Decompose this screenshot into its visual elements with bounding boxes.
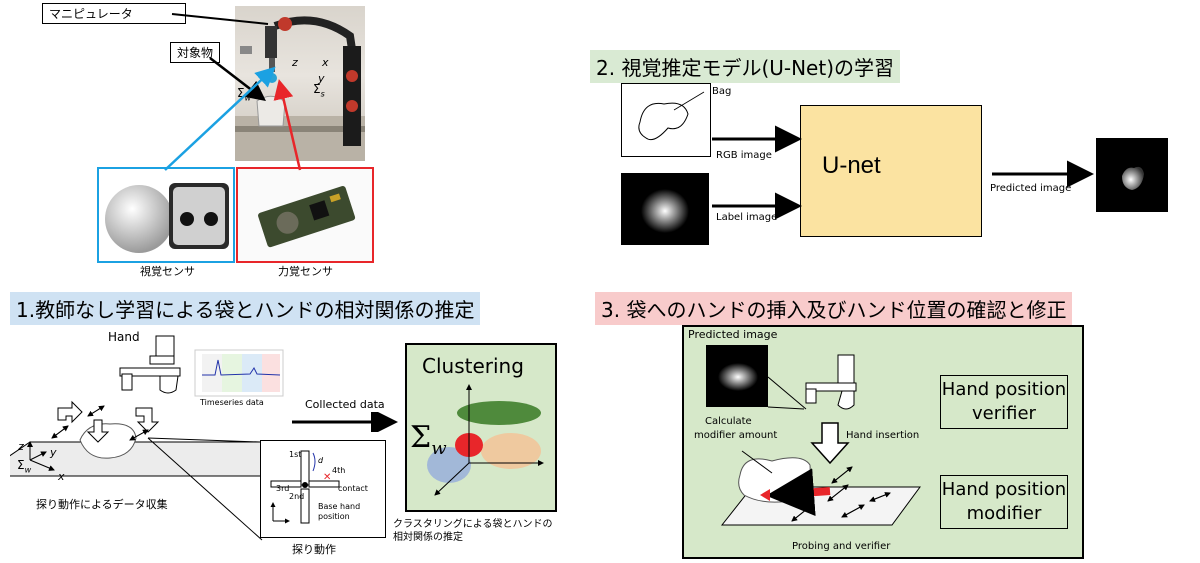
verifier-line1: Hand position [941,379,1067,400]
predicted-image [1096,138,1168,212]
bag-outline [638,91,705,141]
photo-axis-z: z [292,56,298,69]
section3-scene [720,354,921,526]
hand-label: Hand [108,330,140,344]
force-sensor-board [258,186,356,248]
timeseries-label: Timeseries data [200,398,264,407]
photo-axis-x: x [322,56,329,69]
scene-axis-z: z [18,440,24,453]
photo-axis-y: y [318,72,325,85]
label-image-label: Label image [716,212,778,223]
rgb-label: RGB image [716,150,772,161]
camera-illustration [105,183,229,253]
inset-fourth: 4th [332,466,346,475]
clustering-label: Clustering [422,354,524,378]
inset-third: 3rd [276,484,290,493]
section1-title: 1.教師なし学習による袋とハンドの相対関係の推定 [10,292,481,325]
modifier-line1: Hand position [941,479,1067,500]
calc-line2: modifier amount [694,430,778,441]
object-pointer [209,57,266,102]
clustering-panel [405,343,557,512]
calc-line1: Calculate [705,416,752,427]
verifier-line2: verifier [972,403,1036,424]
visual-sensor-image [97,167,235,263]
section3-predicted-label: Predicted image [688,328,778,341]
section3-hand [805,354,857,410]
robot-illustration [235,16,365,161]
predicted-label: Predicted image [990,183,1072,194]
robot-photo [235,6,365,161]
section3-predicted-blob [718,363,758,391]
object-label: 対象物 [170,42,221,63]
unet-box [800,105,982,237]
inset-d: d [318,456,324,465]
predicted-blob [1122,166,1144,190]
scene-sigma-w: Σw [17,458,32,475]
probing-inset-drawing: ✕ [270,450,340,524]
inset-base-line2: position [318,512,350,521]
section2-arrows [712,125,1094,220]
inset-base-line1: Base hand [318,502,361,511]
force-sensor-image [236,167,374,263]
inset-first: 1st [289,450,302,459]
hand-illustration [119,335,181,394]
section3-predicted-image [706,345,768,407]
inset-contact: contact [338,484,368,493]
unet-label: U-net [822,152,881,179]
force-sensor-caption: 力覚センサ [278,265,333,278]
label-image-blob [641,189,689,233]
inset-second: 2nd [289,492,305,501]
section3-title: 3. 袋へのハンドの挿入及びハンド位置の確認と修正 [595,292,1073,325]
clustering-sigma-w: Σw [410,420,447,459]
collected-label: Collected data [305,398,385,411]
section2-title: 2. 視覚推定モデル(U-Net)の学習 [590,50,901,83]
rgb-image [621,83,711,157]
clustering-caption-line2: 相対関係の推定 [393,532,463,543]
manipulator-pointer [171,13,269,25]
modifier-line2: modifier [966,503,1042,524]
clustering-caption-line1: クラスタリングによる袋とハンドの [393,519,553,530]
bag-label: Bag [712,86,732,97]
timeseries-thumb [194,349,284,397]
data-collection-caption: 探り動作によるデータ収集 [36,498,168,511]
visual-sensor-arrow [164,66,276,171]
collected-arrow [292,412,398,432]
manipulator-label: マニピュレータ [42,3,186,24]
probing-caption: 探り動作 [292,543,336,556]
insertion-label: Hand insertion [846,430,920,441]
probing-verifier-label: Probing and verifier [792,541,891,552]
photo-sigma-s: Σs [313,82,325,99]
svg-text:✕: ✕ [323,472,331,483]
label-image [621,173,709,245]
clustering-plot [427,384,544,496]
scene-axis-y: y [50,446,57,459]
verifier-box: Hand position verifier [940,375,1068,429]
force-sensor-arrow [273,79,302,171]
probing-inset: ✕ [260,440,386,538]
scene-axis-x: x [58,470,65,483]
probing-scene [10,335,312,541]
photo-arrows [164,13,302,171]
modifier-box: Hand position modifier [940,475,1068,529]
visual-sensor-caption: 視覚センサ [140,265,195,278]
